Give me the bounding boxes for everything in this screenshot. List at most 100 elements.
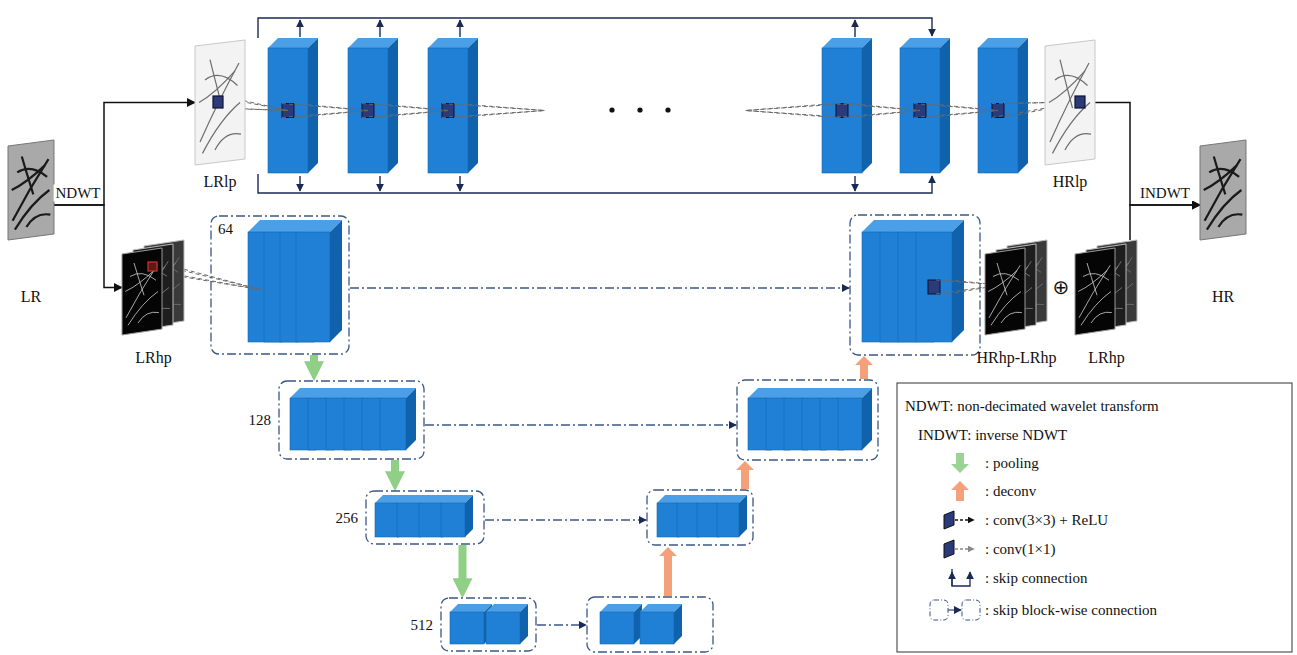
image-pane xyxy=(1097,240,1137,327)
legend-text: INDWT: inverse NDWT xyxy=(918,427,1067,443)
image-vein xyxy=(1087,263,1097,295)
legend-text: : deconv xyxy=(985,483,1036,499)
image-vein xyxy=(152,266,178,273)
receptive-field-line xyxy=(454,111,545,118)
receptive-field-line xyxy=(213,108,288,111)
receptive-field-line xyxy=(848,111,920,118)
legend-entry: : deconv xyxy=(985,483,1036,500)
receptive-field-line xyxy=(936,285,1000,294)
image-node: HRhp-LRhp xyxy=(985,240,1048,335)
feature-map xyxy=(697,503,719,537)
image-pane xyxy=(144,240,184,327)
image-vein xyxy=(997,263,1007,295)
skip-connection xyxy=(459,176,460,191)
image-vein xyxy=(1019,255,1029,287)
image-vein xyxy=(1065,134,1091,150)
image-vein xyxy=(1010,263,1039,284)
network-art xyxy=(148,18,1292,652)
image-vein xyxy=(1012,308,1033,319)
skip-connection xyxy=(379,176,380,191)
image-pane xyxy=(1086,244,1126,331)
image-vein xyxy=(1083,274,1109,281)
decoder-block-outline xyxy=(737,380,878,460)
legend-conv3-sample xyxy=(955,519,974,520)
deconv-arrow xyxy=(855,356,873,379)
image-vein xyxy=(1098,259,1108,291)
ellipsis-dot xyxy=(637,107,642,112)
skip-connection xyxy=(854,176,855,191)
receptive-field-line xyxy=(213,96,288,111)
sum-symbol: ⊕ xyxy=(1053,277,1070,297)
pooling-arrow xyxy=(310,355,318,370)
image-vein xyxy=(1078,271,1107,292)
image-pane xyxy=(195,40,245,165)
legend-entry: : skip connection xyxy=(985,570,1087,587)
image-vein xyxy=(134,263,144,295)
feature-map xyxy=(640,612,674,644)
receptive-field-line xyxy=(362,111,448,118)
legend-block-sample xyxy=(948,609,961,610)
receptive-field-line xyxy=(148,262,262,290)
image-vein xyxy=(1091,312,1112,323)
receptive-field-line xyxy=(157,262,262,290)
receptive-field-line xyxy=(745,104,848,111)
skip-connection xyxy=(299,176,300,191)
decoder-block-outline xyxy=(850,215,980,355)
feature-map-side xyxy=(406,388,416,450)
image-vein xyxy=(1103,284,1133,318)
image-vein xyxy=(1214,157,1226,195)
skip-block-connection xyxy=(425,424,736,425)
image-vein xyxy=(999,267,1028,288)
image-label: HRhp-LRhp xyxy=(977,349,1057,367)
image-vein xyxy=(199,71,235,103)
feature-map xyxy=(822,48,862,173)
receptive-field-line xyxy=(442,111,545,118)
image-vein xyxy=(988,271,1017,292)
channel-count: 256 xyxy=(336,509,359,526)
image-vein xyxy=(149,308,170,319)
image-vein xyxy=(1209,169,1239,177)
receptive-field-line xyxy=(745,111,848,118)
channel-count: 128 xyxy=(249,412,272,429)
image-vein xyxy=(1089,267,1118,288)
image-vein xyxy=(126,265,157,318)
skip-connection xyxy=(258,174,932,193)
receptive-field-line xyxy=(362,104,448,111)
feature-map-side xyxy=(465,495,473,537)
image-label: HR xyxy=(1212,288,1234,306)
image-vein xyxy=(1079,265,1110,318)
image-vein xyxy=(1102,308,1123,319)
receptive-field-line xyxy=(223,96,288,111)
legend-box xyxy=(897,383,1292,652)
feature-map xyxy=(657,503,679,537)
image-vein xyxy=(160,304,181,315)
decoder-block-outline xyxy=(587,597,713,652)
feature-map-side xyxy=(1018,38,1028,173)
legend-block-sample xyxy=(930,600,948,620)
feature-map xyxy=(717,503,739,537)
receptive-field-line xyxy=(223,108,288,111)
image-figure xyxy=(1200,140,1246,240)
receptive-field-line xyxy=(836,104,920,111)
conv-kernel xyxy=(1075,96,1085,108)
legend-entry: : pooling xyxy=(985,455,1039,472)
image-vein xyxy=(1023,304,1044,315)
image-figure xyxy=(1045,40,1095,165)
image-vein xyxy=(1100,263,1129,284)
image-pane xyxy=(1007,240,1047,327)
legend-conv3-sample xyxy=(944,511,954,529)
image-vein xyxy=(993,274,1019,281)
receptive-field-line xyxy=(948,285,1000,294)
receptive-field-line xyxy=(926,111,998,118)
image-vein xyxy=(991,292,1021,326)
deconv-arrow xyxy=(659,547,677,596)
transform-label: INDWT xyxy=(1138,185,1192,202)
image-pane xyxy=(996,244,1036,331)
image-figure xyxy=(122,240,185,335)
legend-skip-sample xyxy=(951,572,952,586)
image-vein xyxy=(130,274,156,281)
legend-text: : pooling xyxy=(985,455,1039,471)
image-vein xyxy=(150,284,180,318)
receptive-field-line xyxy=(1004,102,1080,104)
skip-connection xyxy=(459,20,460,37)
